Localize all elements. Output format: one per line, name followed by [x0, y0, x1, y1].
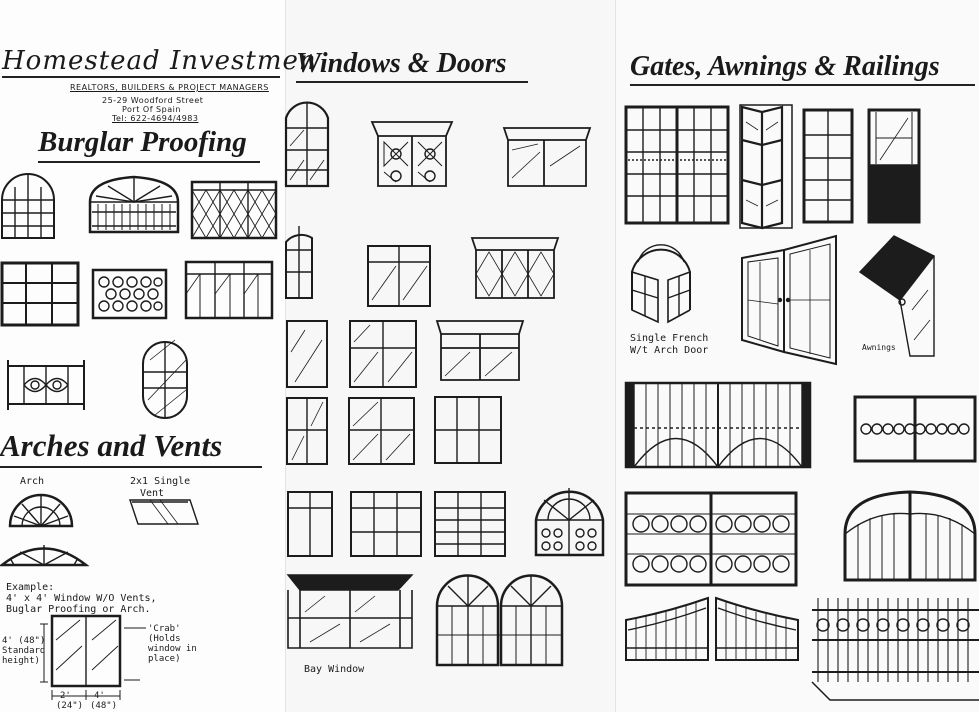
tall-double-window-icon [349, 320, 417, 388]
label-example-2: 4' x 4' Window W/O Vents, [6, 593, 157, 604]
double-casement-window-icon [367, 245, 431, 307]
heading-burglar-proofing: Burglar Proofing [38, 126, 247, 158]
triple-casement-window-icon [0, 261, 80, 327]
company-city: Port Of Spain [122, 105, 181, 114]
heading-underline [296, 81, 528, 83]
awning-icon [858, 235, 936, 357]
dutch-door-icon [867, 108, 921, 224]
arched-grille-window-icon [88, 175, 180, 234]
arched-window-icon [0, 173, 55, 239]
label-crab-2: (Holds [148, 634, 181, 644]
circle-pattern-gate-icon [624, 491, 798, 587]
hooded-box-window-icon [435, 320, 525, 381]
vent-icon [129, 499, 199, 525]
circle-grille-window-icon [91, 268, 168, 320]
heading-underline [0, 466, 262, 468]
double-door-icon [741, 234, 837, 366]
grid-window-b-icon [350, 491, 422, 557]
label-dim-right-2: (48") [90, 701, 118, 711]
label-dim-left-2: (24") [56, 701, 84, 711]
double-gate-grid-icon [624, 105, 730, 225]
fold-line [285, 0, 286, 712]
company-tagline: REALTORS, BUILDERS & PROJECT MANAGERS [70, 83, 269, 92]
scroll-railing-icon [7, 360, 85, 410]
tall-single-window-2-icon [286, 397, 328, 465]
label-french-door: Single French [630, 333, 709, 344]
heading-arches-vents: Arches and Vents [0, 428, 223, 463]
flat-arch-icon [0, 545, 90, 567]
double-arched-window-icon [435, 574, 564, 667]
label-example: Example: [6, 582, 55, 593]
heading-windows-doors: Windows & Doors [296, 48, 507, 79]
circle-band-gate-icon [853, 395, 977, 463]
label-height-2: Standard [2, 646, 46, 656]
company-name: Homestead Investmen [2, 46, 317, 76]
company-phone: Tel: 622-4694/4983 [112, 114, 199, 123]
box-window-icon [502, 127, 592, 187]
heading-underline [38, 161, 260, 163]
grid-window-a-icon [287, 491, 333, 557]
label-vent-2: Vent [140, 488, 165, 499]
projected-window-icon [370, 121, 454, 187]
arched-panel-gate-icon [843, 490, 977, 582]
label-bay-window: Bay Window [304, 664, 365, 675]
label-awnings: Awnings [862, 343, 896, 352]
heading-underline [630, 84, 975, 86]
oval-window-icon [142, 339, 188, 419]
arched-bar-gate-icon [624, 381, 812, 469]
example-window-icon [40, 614, 146, 700]
tall-single-window-icon [286, 320, 328, 388]
divided-door-icon [802, 108, 854, 224]
grid-window-c-icon [434, 491, 506, 557]
tall-double-window-2-icon [348, 397, 415, 465]
french-arch-door-icon [631, 244, 691, 324]
label-height: 4' (48") [2, 636, 46, 646]
label-height-3: height) [2, 656, 40, 666]
label-french-door-2: W/t Arch Door [630, 345, 709, 356]
tall-triple-window-icon [434, 396, 502, 464]
fold-line [615, 0, 616, 712]
heading-gates-awnings-railings: Gates, Awnings & Railings [630, 51, 940, 82]
half-arch-small-window-icon [285, 226, 313, 299]
paneled-window-icon [184, 260, 274, 320]
label-vent: 2x1 Single [130, 476, 191, 487]
half-arch-window-icon [284, 101, 330, 188]
diamond-grille-window-icon [190, 180, 278, 240]
ornamental-railing-icon [811, 598, 979, 701]
company-address: 25-29 Woodford Street [102, 96, 204, 105]
bay-window-icon [286, 574, 414, 649]
label-crab-3: window in [148, 644, 197, 654]
label-arch: Arch [20, 476, 45, 487]
arch-icon [8, 493, 74, 528]
bifold-door-icon [739, 104, 793, 230]
arched-double-door-icon [534, 488, 605, 557]
label-example-3: Buglar Proofing or Arch. [6, 604, 151, 615]
panel-burglar-proofing [0, 0, 285, 712]
label-crab-4: place) [148, 654, 181, 664]
brand-underline [2, 76, 280, 78]
hooded-diamond-window-icon [470, 237, 560, 299]
label-crab: 'Crab' [148, 624, 181, 634]
swing-gate-icon [625, 596, 799, 661]
